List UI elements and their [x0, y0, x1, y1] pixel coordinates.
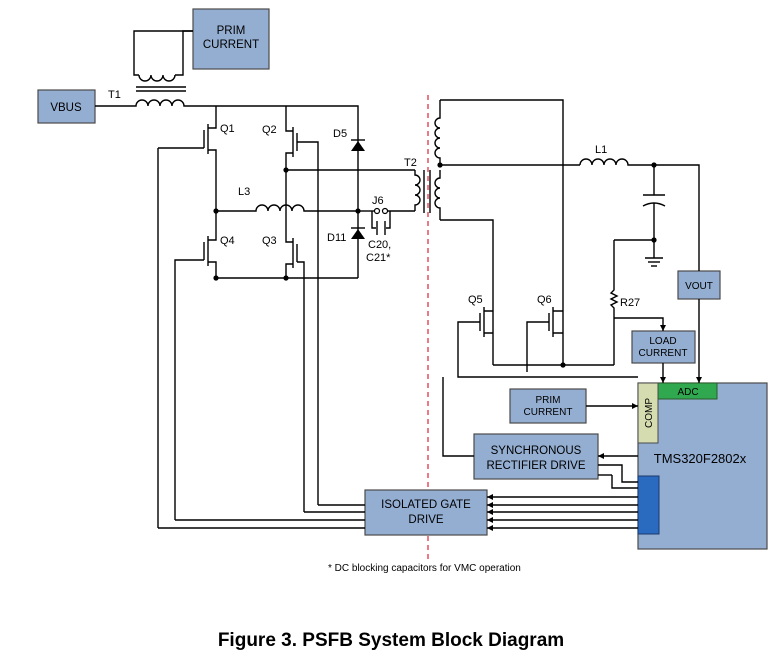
c20-c21-capacitor [371, 211, 391, 235]
q1-label: Q1 [220, 123, 235, 135]
t2-label: T2 [404, 157, 417, 169]
vbus-label: VBUS [50, 102, 82, 114]
l3-label: L3 [238, 186, 250, 198]
prim-current-top-block: PRIM CURRENT [192, 8, 270, 70]
d5-label: D5 [333, 128, 347, 140]
prim-current-mid-label-2: CURRENT [524, 407, 573, 418]
footnote: * DC blocking capacitors for VMC operati… [328, 563, 521, 574]
t2-transformer [414, 100, 441, 220]
d5-diode [351, 139, 365, 211]
pwm-output-bar [637, 475, 660, 535]
isolated-gate-drive-label-1: ISOLATED GATE [381, 499, 471, 511]
vout-block: VOUT [677, 270, 721, 300]
q6-label: Q6 [537, 294, 552, 306]
isolated-gate-drive-label-2: DRIVE [408, 514, 443, 526]
l1-label: L1 [595, 144, 607, 156]
c21-label: C21* [366, 252, 391, 264]
sync-rect-drive-block: SYNCHRONOUS RECTIFIER DRIVE [473, 433, 599, 480]
q2-mosfet [285, 125, 319, 505]
load-current-label-1: LOAD [649, 336, 676, 347]
d11-label: D11 [327, 232, 346, 244]
isolated-gate-drive-block: ISOLATED GATE DRIVE [364, 489, 488, 536]
q5-label: Q5 [468, 294, 483, 306]
load-current-label-2: CURRENT [639, 348, 688, 359]
d11-diode [351, 211, 365, 278]
comp-block: COMP [637, 382, 659, 444]
vbus-block: VBUS [37, 89, 96, 124]
t1-transformer [95, 30, 216, 107]
c20-label: C20, [368, 239, 391, 251]
t1-label: T1 [108, 89, 121, 101]
output-capacitor [642, 165, 666, 267]
comp-label: COMP [644, 398, 655, 428]
q4-label: Q4 [220, 235, 235, 247]
r27-label: R27 [620, 297, 640, 309]
q2-label: Q2 [262, 124, 277, 136]
prim-current-top-label-1: PRIM [217, 25, 246, 37]
vout-label: VOUT [685, 281, 713, 292]
q5-mosfet [457, 307, 638, 378]
r27-resistor [609, 240, 619, 365]
prim-current-mid-block: PRIM CURRENT [509, 388, 587, 424]
q3-label: Q3 [262, 235, 277, 247]
q6-mosfet [526, 307, 563, 372]
q3-mosfet [285, 237, 305, 512]
q4-mosfet [174, 236, 217, 520]
j6-jumper [358, 207, 415, 215]
figure-caption: Figure 3. PSFB System Block Diagram [217, 630, 565, 651]
prim-current-mid-label-1: PRIM [536, 395, 561, 406]
q1-mosfet [158, 122, 217, 160]
sync-rect-drive-label-2: RECTIFIER DRIVE [486, 460, 585, 472]
sync-rect-drive-label-1: SYNCHRONOUS [491, 445, 582, 457]
prim-current-top-label-2: CURRENT [203, 39, 259, 51]
j6-label: J6 [372, 195, 384, 207]
mcu-label: TMS320F2802x [654, 451, 747, 466]
load-current-block: LOAD CURRENT [631, 330, 696, 364]
adc-block: ADC [657, 382, 718, 400]
adc-label: ADC [677, 387, 698, 398]
